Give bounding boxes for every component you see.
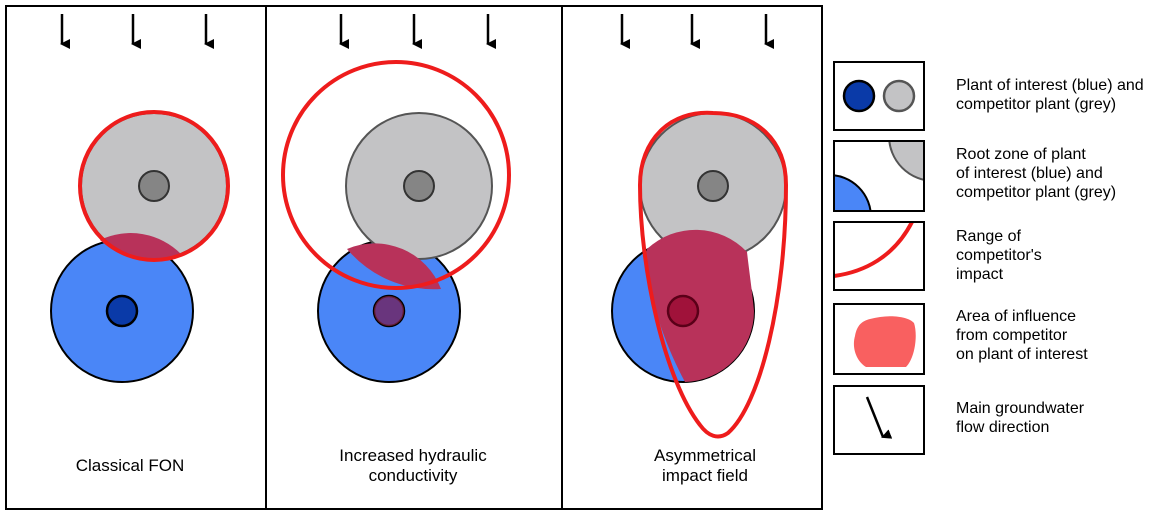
panel-classical-fon	[50, 110, 230, 383]
overlap-area	[347, 243, 441, 290]
legend-label-plants: Plant of interest (blue) and competitor …	[956, 77, 1144, 113]
legend-box-root-zone	[833, 140, 925, 212]
legend-box-plants	[833, 61, 925, 131]
panel-hydraulic-conductivity	[281, 60, 511, 383]
grey-root-zone-icon	[888, 141, 924, 181]
panel-frame-asymmetrical	[561, 5, 823, 510]
flow-arrows-panel-3	[620, 14, 774, 49]
competitor-core	[403, 170, 435, 202]
flow-arrows-panel-1	[60, 14, 214, 49]
competitor-core	[697, 170, 729, 202]
competitor-impact-range	[637, 110, 789, 439]
legend-box-range	[833, 221, 925, 291]
competitor-impact-range	[78, 110, 230, 262]
legend-label-flow: Main groundwater flow direction	[956, 400, 1085, 436]
competitor-core	[138, 170, 170, 202]
impact-range-icon	[834, 222, 914, 278]
panel-caption-classical: Classical FON	[75, 456, 185, 475]
blue-root-zone-icon	[834, 174, 872, 211]
plant-of-interest-core	[105, 294, 139, 328]
legend-label-range: Range of competitor's impact	[956, 228, 1042, 283]
overlap-core	[374, 296, 404, 326]
legend-box-flow	[833, 385, 925, 455]
competitor-impact-range	[281, 60, 511, 290]
flow-arrows-panel-2	[339, 14, 496, 49]
influence-area-icon	[853, 316, 916, 367]
panel-caption-hydraulic: Increased hydraulic conductivity	[339, 446, 487, 485]
panel-asymmetrical-impact	[611, 110, 789, 439]
grey-plant-icon	[882, 79, 916, 113]
legend-label-root-zone: Root zone of plant of interest (blue) an…	[956, 146, 1117, 201]
overlap-area	[645, 229, 754, 382]
blue-plant-icon	[842, 79, 876, 113]
panel-caption-asymmetrical: Asymmetrical impact field	[653, 446, 756, 485]
legend-label-influence: Area of influence from competitor on pla…	[956, 308, 1088, 363]
flow-direction-icon	[865, 396, 893, 439]
plant-of-interest-core	[666, 294, 700, 328]
legend-box-influence	[833, 303, 925, 375]
